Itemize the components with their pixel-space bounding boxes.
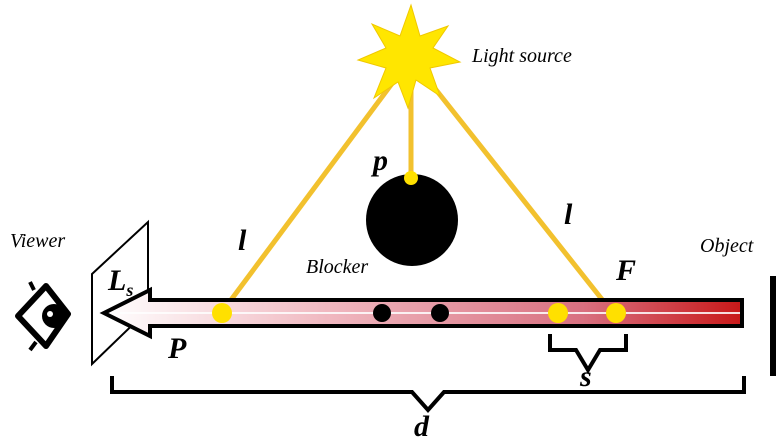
label-F: F — [616, 254, 637, 287]
eye-icon — [15, 281, 71, 352]
point-F — [606, 303, 626, 323]
label-L-subscript: s — [126, 280, 134, 300]
light-source-label: Light source — [472, 45, 572, 67]
brace-d — [110, 376, 746, 414]
object-label: Object — [700, 235, 754, 257]
label-P: P — [168, 332, 187, 365]
blocker-sphere — [366, 174, 458, 266]
sample-point — [548, 303, 568, 323]
brace-s — [548, 334, 628, 374]
light-ray-left — [219, 60, 411, 314]
point-P — [212, 303, 232, 323]
viewer-label: Viewer — [10, 230, 66, 252]
blocker-label: Blocker — [306, 256, 369, 278]
light-ray-right — [412, 60, 614, 314]
label-p: p — [373, 144, 388, 177]
blocker-exit-point — [431, 304, 449, 322]
blocker-top-point — [404, 171, 418, 185]
label-l-left: l — [238, 224, 247, 257]
label-Ls: Ls — [108, 264, 134, 300]
label-s: s — [580, 360, 592, 393]
label-l-right: l — [564, 198, 573, 231]
object-edge — [770, 276, 776, 376]
label-d: d — [414, 410, 429, 443]
light-source-star-icon — [356, 3, 462, 110]
label-L: L — [108, 264, 127, 297]
blocker-entry-point — [373, 304, 391, 322]
